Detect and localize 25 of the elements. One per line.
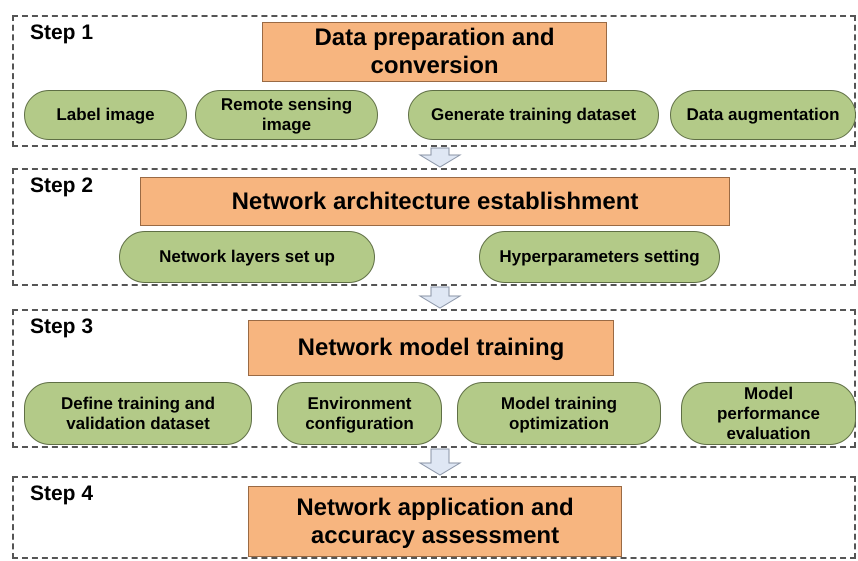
step-panel: [12, 476, 856, 559]
step-panel: [12, 309, 856, 448]
step-panel: [12, 15, 856, 147]
task-pill: Generate training dataset: [408, 90, 659, 140]
task-pill: Model performance evaluation: [681, 382, 856, 445]
step-heading: Step 1: [30, 20, 94, 46]
step-heading: Step 3: [30, 314, 94, 340]
process-box: Data preparation and conversion: [262, 22, 607, 82]
process-box: Network architecture establishment: [140, 177, 730, 226]
task-pill: Remote sensing image: [195, 90, 378, 140]
task-pill: Network layers set up: [119, 231, 375, 283]
block-arrow: [418, 448, 462, 476]
block-arrow: [418, 286, 462, 309]
step-panel: [12, 168, 856, 286]
process-box: Network model training: [248, 320, 614, 376]
task-pill: Define training and validation dataset: [24, 382, 252, 445]
block-arrow: [418, 148, 462, 168]
task-pill: Hyperparameters setting: [479, 231, 720, 283]
step-heading: Step 4: [30, 481, 94, 507]
process-box: Network application and accuracy assessment: [248, 486, 622, 557]
task-pill: Model training optimization: [457, 382, 661, 445]
step-heading: Step 2: [30, 173, 94, 199]
task-pill: Label image: [24, 90, 187, 140]
task-pill: Environment configuration: [277, 382, 442, 445]
task-pill: Data augmentation: [670, 90, 856, 140]
